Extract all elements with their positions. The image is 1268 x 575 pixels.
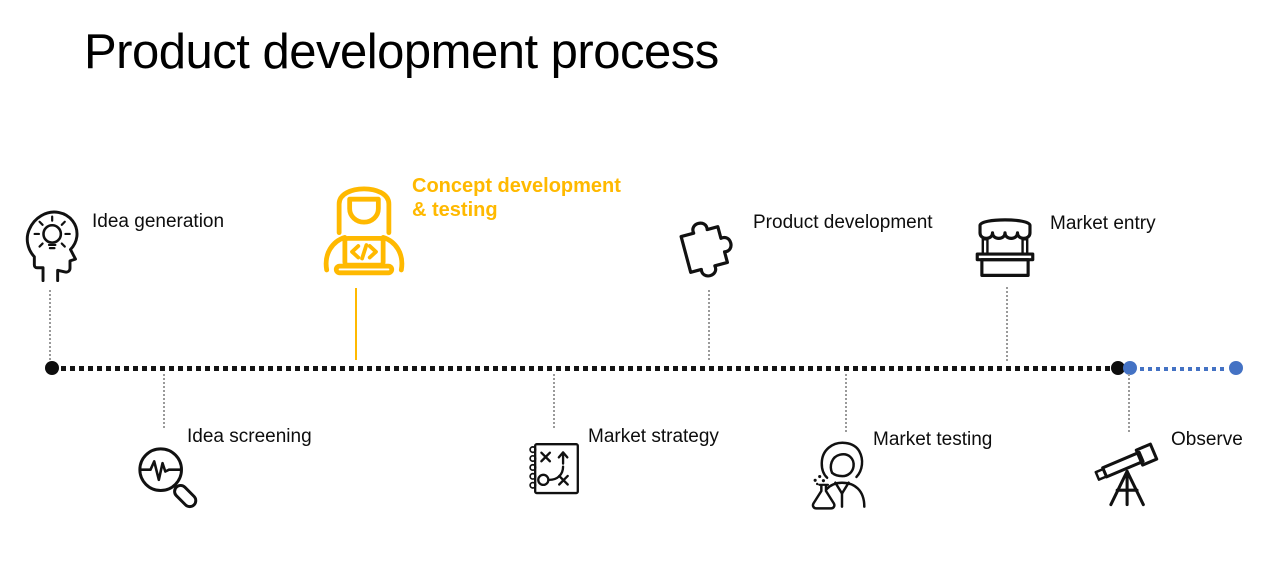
connector-product-development <box>708 290 710 362</box>
timeline-future-segment <box>1140 367 1226 371</box>
milestone-label-concept-development: Concept development & testing <box>412 175 621 221</box>
telescope-icon <box>1094 442 1159 507</box>
milestone-label-market-entry: Market entry <box>1050 213 1156 234</box>
connector-market-strategy <box>553 374 555 430</box>
milestone-label-idea-screening: Idea screening <box>187 426 312 447</box>
connector-market-entry <box>1006 287 1008 362</box>
timeline-past-segment <box>52 366 1118 371</box>
magnifier-pulse-icon <box>138 447 198 509</box>
connector-concept-development <box>355 288 358 360</box>
milestone-label-product-development: Product development <box>753 212 933 233</box>
connector-idea-generation <box>49 290 51 362</box>
market-stall-icon <box>975 218 1035 277</box>
timeline-start-dot <box>45 361 59 375</box>
puzzle-piece-icon <box>679 221 733 278</box>
connector-market-testing <box>845 374 847 434</box>
milestone-label-market-testing: Market testing <box>873 429 993 450</box>
milestone-label-market-strategy: Market strategy <box>588 426 719 447</box>
milestone-label-observe: Observe <box>1171 429 1243 450</box>
timeline-end-dot <box>1229 361 1243 375</box>
milestone-label-idea-generation: Idea generation <box>92 211 225 232</box>
developer-laptop-icon <box>323 186 405 276</box>
connector-idea-screening <box>163 374 165 430</box>
timeline-present-dot-black <box>1111 361 1125 375</box>
timeline-present-dot-blue <box>1123 361 1137 375</box>
scientist-flask-icon <box>811 441 866 510</box>
strategy-notebook-icon <box>529 443 579 495</box>
page-title: Product development process <box>84 25 719 79</box>
connector-observe <box>1128 374 1130 434</box>
head-lightbulb-icon <box>25 210 79 283</box>
